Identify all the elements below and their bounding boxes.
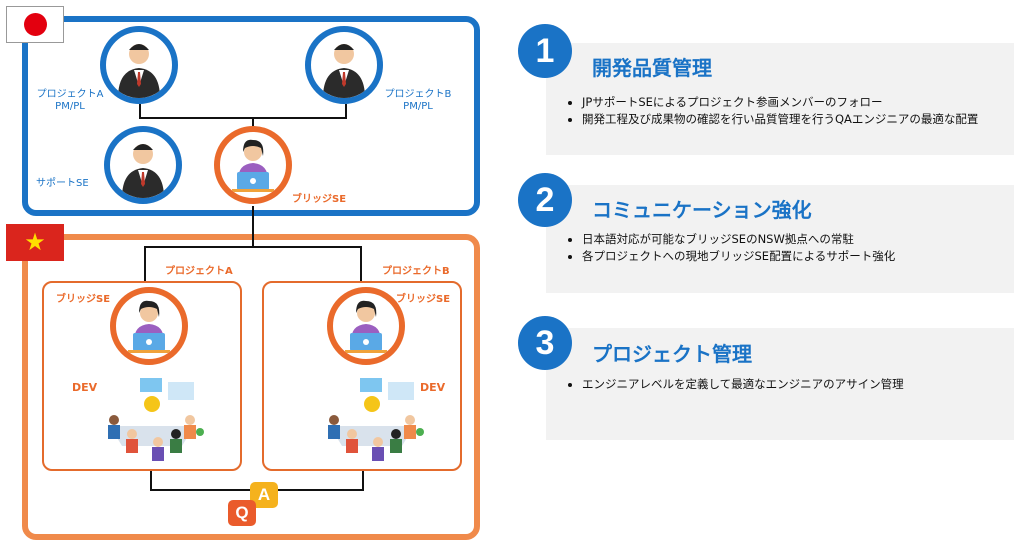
bridge-se-b-avatar — [327, 287, 405, 365]
qa-q-bubble-icon: Q — [228, 500, 256, 526]
connector-line — [139, 104, 141, 118]
dev-team-a-icon — [108, 378, 204, 461]
connector-line — [144, 246, 146, 282]
bridge-se-b-label: ブリッジSE — [396, 294, 451, 305]
section-3-bullets: エンジニアレベルを定義して最適なエンジニアのアサイン管理 — [566, 376, 1022, 393]
connector-line — [139, 117, 347, 119]
bridge-se-avatar — [214, 126, 292, 204]
woman-laptop-icon — [232, 139, 274, 192]
japan-flag-icon — [6, 6, 64, 43]
connector-line — [345, 104, 347, 118]
dev-b-label: DEV — [420, 381, 446, 394]
section-1-bullet: JPサポートSEによるプロジェクト参画メンバーのフォロー — [582, 94, 1022, 111]
businessman-icon — [118, 44, 160, 98]
pm-a-label-line1: プロジェクトA — [36, 89, 104, 100]
section-3-title: プロジェクト管理 — [592, 342, 752, 366]
connector-line — [144, 246, 362, 248]
connector-line — [252, 117, 254, 131]
support-se-avatar — [104, 126, 182, 204]
connector-line — [362, 470, 364, 490]
connector-line — [150, 470, 152, 490]
section-2-panel — [546, 185, 1014, 293]
section-1-bullet: 開発工程及び成果物の確認を行い品質管理を行うQAエンジニアの最適な配置 — [582, 111, 1022, 128]
bridge-se-a-avatar — [110, 287, 188, 365]
vietnam-team-box — [22, 234, 480, 540]
pm-b-label: プロジェクトB PM/PL — [378, 89, 458, 113]
vietnam-flag-icon: ★ — [6, 224, 64, 261]
pm-a-label: プロジェクトA PM/PL — [30, 89, 110, 113]
bridge-se-a-label: ブリッジSE — [56, 294, 111, 305]
section-2-bullet: 各プロジェクトへの現地ブリッジSE配置によるサポート強化 — [582, 248, 1022, 265]
pm-b-avatar — [305, 26, 383, 104]
support-se-label: サポートSE — [36, 178, 89, 189]
section-1-panel — [546, 43, 1014, 155]
woman-laptop-icon — [345, 300, 387, 353]
section-1-title: 開発品質管理 — [592, 56, 712, 80]
bridge-se-label: ブリッジSE — [292, 194, 347, 205]
pm-b-label-line2: PM/PL — [403, 101, 433, 112]
woman-laptop-icon — [128, 300, 170, 353]
section-2-number-badge: 2 — [518, 173, 572, 227]
section-2-bullet: 日本語対応が可能なブリッジSEのNSW拠点への常駐 — [582, 231, 1022, 248]
section-3-panel — [546, 328, 1014, 440]
dev-team-b-icon — [328, 378, 424, 461]
project-b-title: プロジェクトB — [382, 266, 450, 277]
section-3-bullet: エンジニアレベルを定義して最適なエンジニアのアサイン管理 — [582, 376, 1022, 393]
section-2-title: コミュニケーション強化 — [592, 198, 812, 222]
section-1-number-badge: 1 — [518, 24, 572, 78]
connector-line — [252, 206, 254, 246]
section-3-number-badge: 3 — [518, 316, 572, 370]
pm-a-label-line2: PM/PL — [55, 101, 85, 112]
section-1-bullets: JPサポートSEによるプロジェクト参画メンバーのフォロー 開発工程及び成果物の確… — [566, 94, 1022, 128]
connector-line — [360, 246, 362, 282]
businessman-icon — [323, 44, 365, 98]
pm-b-label-line1: プロジェクトB — [384, 89, 452, 100]
project-a-title: プロジェクトA — [165, 266, 233, 277]
businessman-icon — [122, 144, 164, 198]
pm-a-avatar — [100, 26, 178, 104]
dev-a-label: DEV — [72, 381, 98, 394]
japan-team-box — [22, 16, 480, 216]
section-2-bullets: 日本語対応が可能なブリッジSEのNSW拠点への常駐 各プロジェクトへの現地ブリッ… — [566, 231, 1022, 265]
